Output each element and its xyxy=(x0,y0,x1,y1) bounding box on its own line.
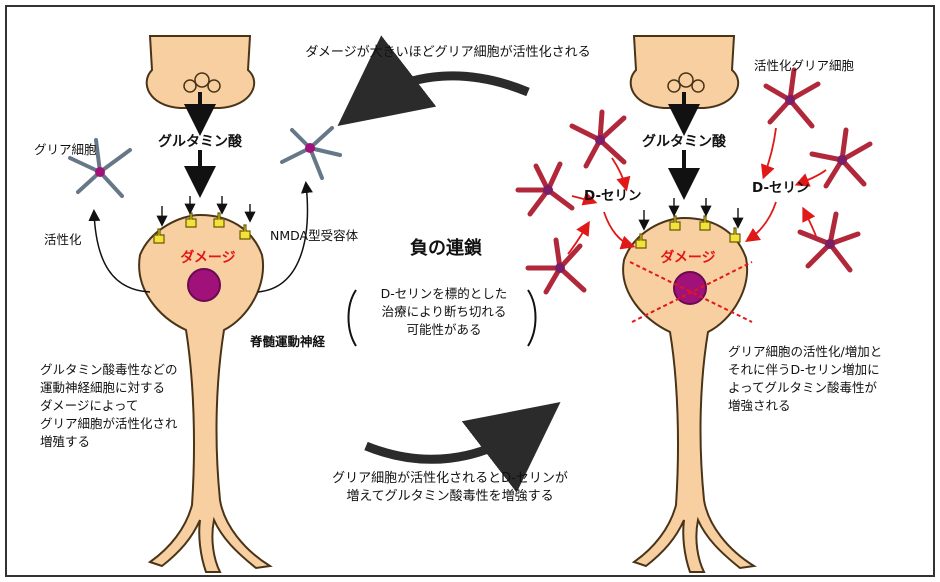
nmda-receptor-label: NMDA型受容体 xyxy=(270,228,359,243)
right-glia-cell-left-panel xyxy=(282,128,340,178)
right-motor-neuron xyxy=(623,218,754,572)
right-note-1: グリア細胞の活性化/増加と xyxy=(728,344,882,359)
activated-glia-cell xyxy=(766,70,818,126)
activated-glia-cell xyxy=(800,214,858,270)
cycle-arrow-top xyxy=(366,76,528,104)
left-note-1: グルタミン酸毒性などの xyxy=(40,362,178,377)
right-note-3: よってグルタミン酸毒性が xyxy=(728,380,878,395)
bottom-cycle-caption-2: 増えてグルタミン酸毒性を増強する xyxy=(346,489,553,504)
left-note-5: 増殖する xyxy=(40,434,90,449)
cycle-arrow-bottom xyxy=(366,424,532,459)
dserine-label-right: D-セリン xyxy=(752,180,810,196)
activated-glia-label: 活性化グリア細胞 xyxy=(754,58,855,73)
top-cycle-caption: ダメージが大きいほどグリア細胞が活性化される xyxy=(305,45,590,60)
right-note-2: それに伴うD-セリン増加に xyxy=(728,362,880,377)
left-nucleus xyxy=(188,269,220,301)
note-bracket-left xyxy=(349,290,357,346)
activated-glia-cell xyxy=(572,112,624,166)
center-note-1: D-セリンを標的とした xyxy=(381,286,508,301)
left-note-2: 運動神経細胞に対する xyxy=(40,380,165,395)
left-activation-label: 活性化 xyxy=(44,232,82,247)
center-note-3: 可能性がある xyxy=(406,322,481,337)
left-glia-label: グリア細胞 xyxy=(34,142,97,157)
left-note-4: グリア細胞が活性化され xyxy=(40,416,178,431)
right-damage-label: ダメージ xyxy=(660,249,715,266)
activated-glia-cell xyxy=(812,130,870,186)
left-damage-label: ダメージ xyxy=(180,249,235,266)
bottom-cycle-caption-1: グリア細胞が活性化されるとD-セリンが xyxy=(332,471,568,486)
right-glutamate-label: グルタミン酸 xyxy=(642,133,727,150)
center-title: 負の連鎖 xyxy=(410,237,483,259)
center-note-2: 治療により断ち切れる xyxy=(382,304,507,319)
right-note-4: 増強される xyxy=(728,398,791,413)
dserine-label-left: D-セリン xyxy=(584,188,642,204)
note-bracket-right xyxy=(528,290,536,346)
left-glutamate-label: グルタミン酸 xyxy=(158,133,243,150)
nmda-receptor xyxy=(214,213,224,227)
activated-glia-cell xyxy=(528,240,584,292)
nmda-receptor xyxy=(730,228,740,242)
activated-glia-cell xyxy=(518,164,572,214)
left-note-3: ダメージによって xyxy=(40,398,138,413)
nmda-receptor xyxy=(700,216,710,230)
motor-neuron-label: 脊髄運動神経 xyxy=(249,334,326,349)
